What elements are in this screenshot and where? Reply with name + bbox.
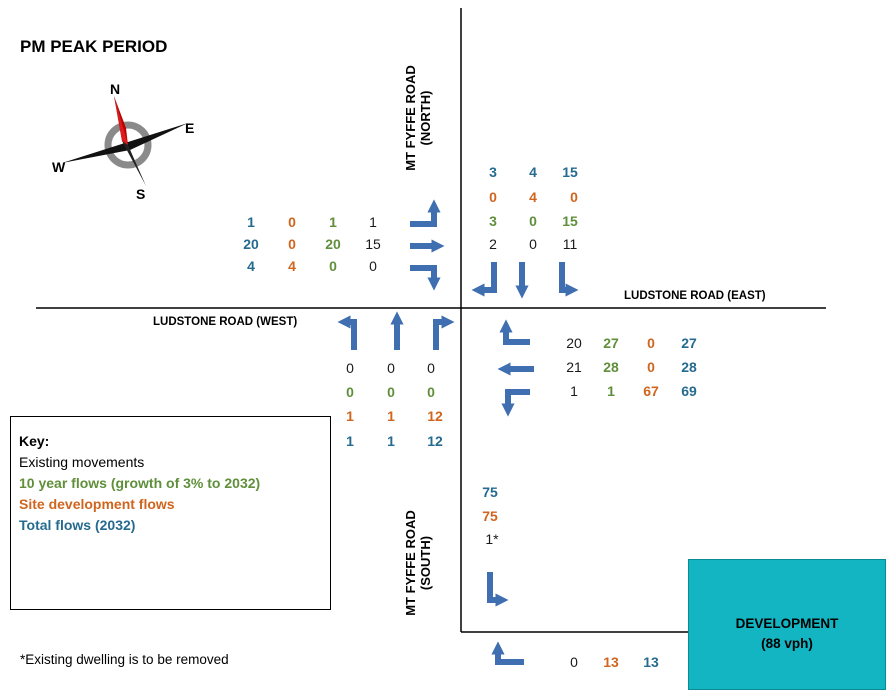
flow-value: 3 [489,164,497,180]
development-box: DEVELOPMENT (88 vph) [688,559,886,690]
flow-value: 28 [681,359,697,375]
flow-value: 28 [603,359,619,375]
flow-value: 1 [369,214,377,230]
footnote: *Existing dwelling is to be removed [20,652,229,667]
flow-value: 12 [427,433,443,449]
flow-value: 67 [643,383,659,399]
flow-value: 4 [288,258,296,274]
flow-value: 69 [681,383,697,399]
arrow-south-exit-turn-icon [487,572,509,607]
arrow-east-right-turn-icon [499,319,530,345]
arrow-east-left-turn-icon [501,389,530,417]
flow-value: 0 [570,654,578,670]
legend-site: Site development flows [19,496,175,512]
flow-value: 27 [603,335,619,351]
flow-value: 0 [570,189,578,205]
arrow-south-right-turn-icon [433,315,455,350]
legend-key: Key: Existing movements 10 year flows (g… [10,416,331,610]
flow-value: 75 [482,484,498,500]
flow-value: 1 [387,408,395,424]
flow-value: 0 [489,189,497,205]
flow-value: 0 [346,360,354,376]
flow-value: 1 [329,214,337,230]
development-label: DEVELOPMENT [735,615,839,631]
flow-value: 20 [566,335,582,351]
flow-value: 0 [647,335,655,351]
arrow-north-right-turn-icon [471,262,497,297]
flow-value: 1 [247,214,255,230]
compass-s-label: S [136,186,145,202]
flow-value: 27 [681,335,697,351]
development-rate: (88 vph) [761,635,813,651]
flow-value: 11 [562,236,578,252]
road-label-west: LUDSTONE ROAD (WEST) [153,316,298,328]
arrow-west-left-turn-icon [410,199,441,227]
flow-value: 4 [529,164,537,180]
flow-value: 4 [529,189,537,205]
road-label-east: LUDSTONE ROAD (EAST) [624,290,766,302]
flow-value: 12 [427,408,443,424]
flow-value: 20 [243,236,259,252]
legend-existing: Existing movements [19,454,145,470]
compass-rose-icon: N E S W [52,81,194,202]
flow-value: 0 [529,213,537,229]
flow-value: 0 [329,258,337,274]
flow-value: 0 [427,360,435,376]
legend-total: Total flows (2032) [19,517,136,533]
flow-value: 15 [562,213,578,229]
flow-value: 13 [603,654,619,670]
flow-value: 0 [346,384,354,400]
flow-value: 0 [427,384,435,400]
flow-value: 0 [288,236,296,252]
flow-value: 75 [482,508,498,524]
flow-value: 20 [325,236,341,252]
flow-value: 1 [607,383,615,399]
flow-value: 1* [485,531,499,547]
flow-value: 3 [489,213,497,229]
legend-growth: 10 year flows (growth of 3% to 2032) [19,475,261,491]
arrow-west-right-turn-icon [410,265,441,291]
flow-value: 0 [387,384,395,400]
flow-value: 4 [247,258,255,274]
flow-value: 0 [369,258,377,274]
flow-value: 15 [562,164,578,180]
flow-value: 0 [529,236,537,252]
compass-w-label: W [52,159,66,175]
flow-value: 1 [346,408,354,424]
flow-value: 2 [489,236,497,252]
arrow-south-left-turn-icon [337,315,357,350]
flow-value: 0 [387,360,395,376]
arrow-development-exit-icon [491,641,524,665]
flow-value: 1 [387,433,395,449]
flow-value: 21 [566,359,582,375]
compass-n-label: N [110,81,120,97]
flow-value: 0 [288,214,296,230]
legend-title: Key: [19,433,50,449]
flow-value: 1 [570,383,578,399]
arrow-north-left-turn-icon [559,262,579,297]
flow-value: 15 [365,236,381,252]
flow-value: 0 [647,359,655,375]
flow-value: 13 [643,654,659,670]
compass-e-label: E [185,120,194,136]
flow-value: 1 [346,433,354,449]
page-title: PM PEAK PERIOD [20,37,168,56]
